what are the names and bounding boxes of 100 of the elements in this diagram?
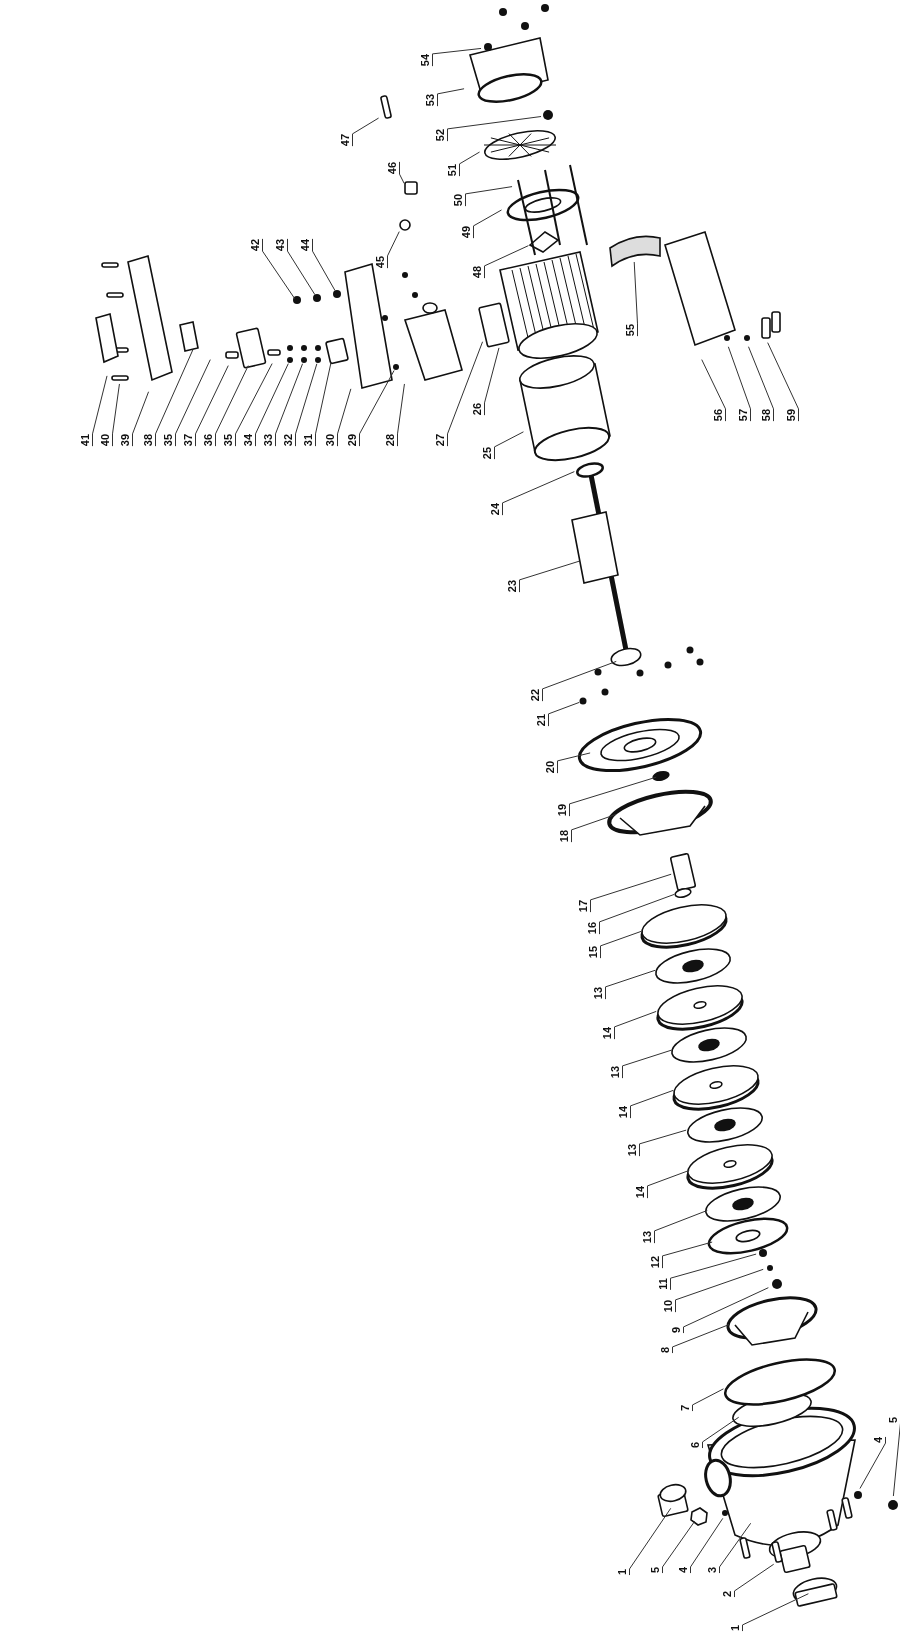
leader-line	[692, 1388, 724, 1412]
leader-line	[92, 375, 108, 447]
leader-line	[519, 560, 580, 593]
leader-line	[359, 370, 395, 447]
callout-number: 4	[677, 1566, 689, 1574]
callout-number: 26	[471, 402, 483, 416]
callout-number: 28	[384, 433, 396, 447]
callout-number: 15	[587, 945, 599, 959]
leader-line	[215, 365, 249, 447]
callout-number: 29	[346, 433, 358, 447]
callout-number: 31	[302, 433, 314, 447]
leader-line	[459, 151, 481, 177]
callout-number: 36	[202, 433, 214, 447]
callout-number: 17	[577, 899, 589, 913]
callout-number: 47	[339, 133, 351, 147]
callout-number: 2	[721, 1590, 733, 1598]
leader-line	[569, 776, 657, 817]
callout-number: 1	[616, 1568, 628, 1576]
callout-number: 53	[424, 93, 436, 107]
callout-number: 20	[544, 760, 556, 774]
leader-line	[548, 701, 580, 727]
callout-number: 6	[689, 1441, 701, 1449]
callout-number: 11	[657, 1278, 669, 1290]
leader-line	[633, 261, 638, 337]
callout-number: 30	[324, 433, 336, 447]
callout-number: 13	[626, 1143, 638, 1157]
leader-line	[484, 347, 500, 416]
leader-line	[399, 161, 405, 184]
callout-number: 34	[242, 433, 254, 447]
callout-number: 7	[679, 1404, 691, 1412]
leader-line	[542, 660, 617, 702]
callout-number: 24	[489, 502, 501, 516]
leader-line	[155, 348, 194, 447]
leader-line	[675, 1268, 764, 1313]
callout-number: 18	[558, 829, 570, 843]
leader-line	[432, 47, 482, 67]
callout-number: 14	[601, 1026, 613, 1040]
leader-line	[702, 1416, 740, 1449]
callout-number: 57	[737, 408, 749, 422]
callout-number: 59	[785, 408, 797, 422]
leader-line	[701, 359, 726, 422]
callout-number: 13	[592, 986, 604, 1000]
leader-line	[235, 363, 273, 447]
callout-number: 23	[506, 579, 518, 593]
leader-line	[494, 431, 524, 460]
leader-line	[295, 363, 318, 447]
callout-number: 58	[760, 408, 772, 422]
callout-number: 22	[529, 688, 541, 702]
leader-line	[630, 1089, 674, 1119]
callout-number: 5	[649, 1566, 661, 1574]
callout-number: 38	[142, 433, 154, 447]
leader-line	[614, 1010, 657, 1040]
leader-line	[352, 117, 380, 147]
callout-number: 45	[374, 255, 386, 269]
leader-line	[112, 383, 120, 447]
callout-number: 46	[386, 161, 398, 175]
leader-line	[465, 186, 513, 207]
callout-number: 44	[299, 238, 311, 252]
callout-number: 13	[609, 1065, 621, 1079]
leader-line	[473, 209, 502, 239]
leader-line	[662, 1520, 696, 1574]
leader-line	[275, 363, 304, 447]
leader-line	[647, 1169, 690, 1199]
leader-line	[447, 341, 484, 447]
callout-number: 37	[182, 433, 194, 447]
leader-line	[312, 238, 336, 292]
leader-line	[447, 116, 542, 142]
callout-number: 39	[119, 433, 131, 447]
callout-number: 14	[634, 1185, 646, 1199]
callout-number: 35	[162, 433, 174, 447]
callout-number: 4	[872, 1436, 884, 1444]
callout-number: 51	[446, 163, 458, 177]
callout-number: 55	[624, 323, 636, 337]
callout-number: 50	[452, 193, 464, 207]
callout-number: 54	[419, 53, 431, 67]
leader-line	[387, 231, 400, 269]
leader-line	[600, 930, 642, 959]
callout-number: 5	[887, 1416, 899, 1424]
leader-line	[748, 346, 774, 422]
callout-number: 56	[712, 408, 724, 422]
callout-number: 19	[556, 803, 568, 817]
leader-line	[287, 238, 316, 296]
leader-line	[397, 383, 405, 447]
callout-number: 16	[586, 921, 598, 935]
callout-number: 21	[535, 713, 547, 727]
callout-number: 32	[282, 433, 294, 447]
callout-number: 52	[434, 128, 446, 142]
leader-line	[605, 969, 656, 1000]
leader-line	[727, 346, 751, 422]
leader-line	[719, 1522, 752, 1574]
leader-line	[742, 1593, 809, 1632]
callout-number: 12	[649, 1255, 661, 1269]
leader-line	[767, 342, 799, 422]
leader-line	[662, 1241, 713, 1269]
callout-number: 43	[274, 238, 286, 252]
leader-line	[557, 752, 591, 774]
callout-number: 1	[729, 1624, 741, 1632]
leader-line	[590, 873, 672, 913]
leader-line	[315, 361, 332, 447]
leader-line	[571, 813, 617, 843]
